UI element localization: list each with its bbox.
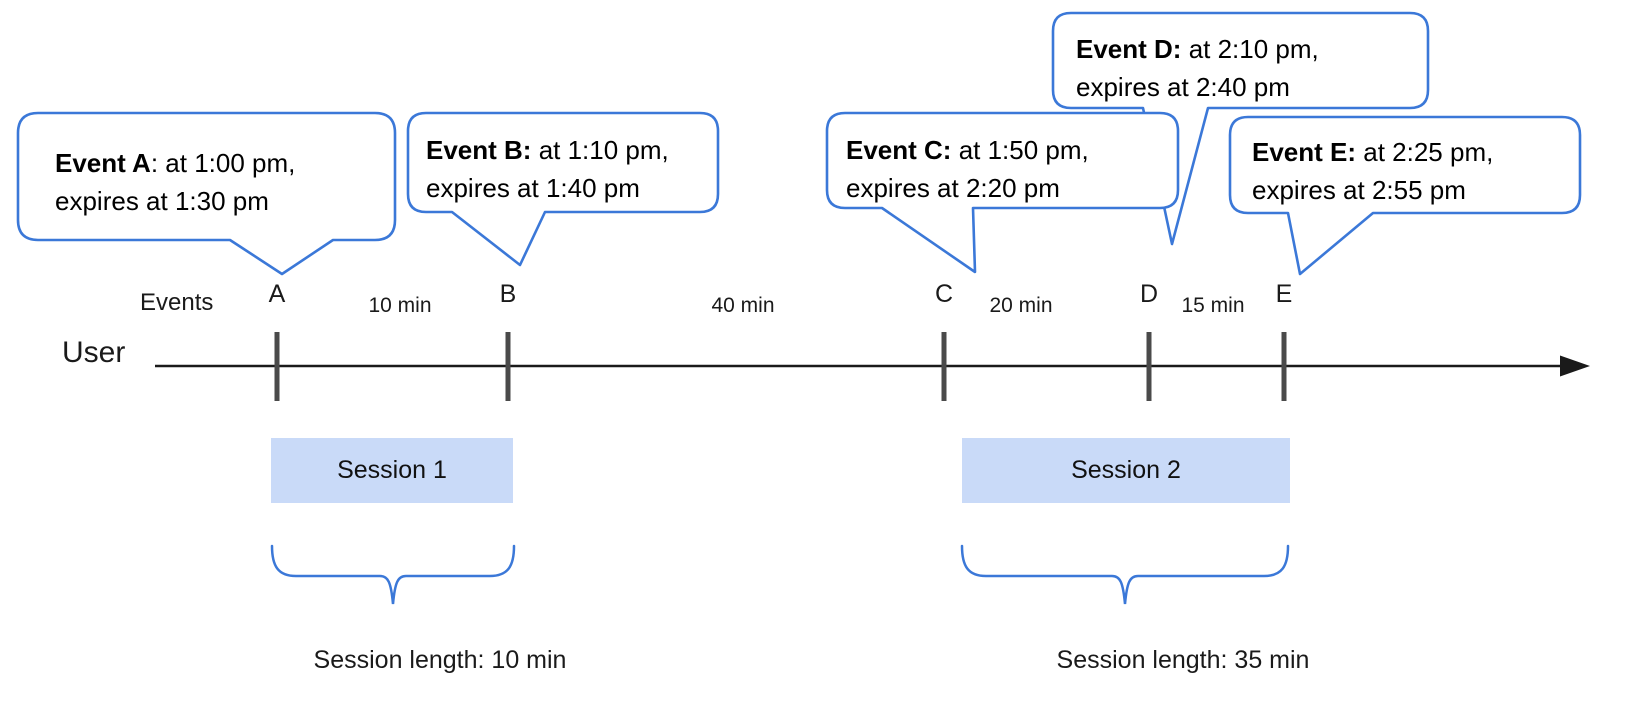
event-a-title: Event A	[55, 148, 151, 178]
session-1-label: Session 1	[337, 456, 447, 484]
brace-session-2	[960, 544, 1290, 605]
event-a-expiry: expires at 1:30 pm	[55, 186, 269, 216]
callout-text-event-a: Event A: at 1:00 pm, expires at 1:30 pm	[55, 144, 295, 220]
events-row-label: Events	[140, 289, 214, 316]
callout-bubble-event-a	[16, 111, 397, 276]
interval-label-a-b: 10 min	[368, 294, 432, 317]
event-b-time: at 1:10 pm,	[531, 135, 669, 165]
interval-label-b-c: 40 min	[711, 294, 775, 317]
event-b-title: Event B:	[426, 135, 532, 165]
event-mark-b: B	[499, 280, 517, 308]
session-1-bar: Session 1	[271, 438, 513, 503]
event-mark-e: E	[1275, 280, 1293, 308]
user-row-label: User	[62, 336, 126, 369]
event-a-time: : at 1:00 pm,	[150, 148, 296, 178]
brace-session-1	[270, 544, 516, 605]
callout-text-event-b: Event B: at 1:10 pm, expires at 1:40 pm	[426, 131, 669, 207]
event-d-time: at 2:10 pm,	[1181, 34, 1319, 64]
session-2-bar: Session 2	[962, 438, 1290, 503]
event-e-title: Event E:	[1252, 137, 1357, 167]
event-mark-a: A	[268, 280, 286, 308]
callout-text-event-d: Event D: at 2:10 pm, expires at 2:40 pm	[1076, 30, 1319, 106]
event-d-title: Event D:	[1076, 34, 1182, 64]
event-mark-d: D	[1139, 280, 1159, 308]
session-2-length-caption: Session length: 35 min	[1056, 646, 1310, 674]
event-c-expiry: expires at 2:20 pm	[846, 173, 1060, 203]
interval-label-c-d: 20 min	[989, 294, 1053, 317]
callout-bubble-event-d	[1051, 11, 1430, 246]
callout-text-event-c: Event C: at 1:50 pm, expires at 2:20 pm	[846, 131, 1089, 207]
session-1-length-caption: Session length: 10 min	[313, 646, 567, 674]
session-2-label: Session 2	[1071, 456, 1181, 484]
event-d-expiry: expires at 2:40 pm	[1076, 72, 1290, 102]
interval-label-d-e: 15 min	[1181, 294, 1245, 317]
event-c-title: Event C:	[846, 135, 952, 165]
event-mark-c: C	[934, 280, 954, 308]
callout-text-event-e: Event E: at 2:25 pm, expires at 2:55 pm	[1252, 133, 1493, 209]
callout-bubble-event-b	[406, 111, 720, 267]
event-b-expiry: expires at 1:40 pm	[426, 173, 640, 203]
timeline-arrowhead	[1560, 355, 1590, 377]
event-c-time: at 1:50 pm,	[951, 135, 1089, 165]
event-e-time: at 2:25 pm,	[1356, 137, 1494, 167]
callout-bubble-event-c	[825, 111, 1180, 274]
callout-bubble-event-e	[1228, 115, 1582, 276]
event-e-expiry: expires at 2:55 pm	[1252, 175, 1466, 205]
